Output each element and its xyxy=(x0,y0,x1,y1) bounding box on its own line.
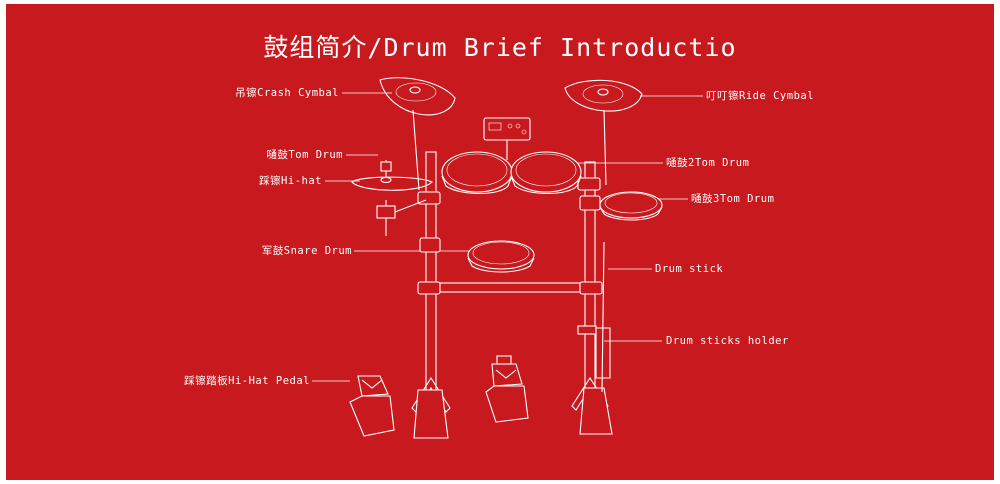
label-drum-stick: Drum stick xyxy=(655,263,724,275)
label-hi-hat-pedal: 踩镲踏板Hi-Hat Pedal xyxy=(184,375,310,387)
label-tom3-drum: 嗵鼓3Tom Drum xyxy=(691,193,775,205)
label-hi-hat: 踩镲Hi-hat xyxy=(259,175,322,187)
drum-stick-holder xyxy=(577,241,611,393)
hi-hat xyxy=(351,160,433,236)
kick-pedal xyxy=(485,355,529,423)
snare-drum xyxy=(467,240,535,273)
rack-frame xyxy=(411,109,613,439)
label-tom-drum: 嗵鼓Tom Drum xyxy=(266,149,343,161)
label-ride-cymbal: 叮叮镲Ride Cymbal xyxy=(706,90,815,102)
label-drum-sticks-holder: Drum sticks holder xyxy=(666,335,789,347)
tom-drum-3 xyxy=(599,191,663,221)
drum-module xyxy=(483,117,531,160)
page-title: 鼓组简介/Drum Brief Introductio xyxy=(263,33,737,62)
hi-hat-pedal xyxy=(349,375,395,437)
ride-cymbal xyxy=(564,79,643,112)
label-crash-cymbal: 吊镲Crash Cymbal xyxy=(235,87,339,99)
tom-drum-1 xyxy=(441,151,513,194)
crash-cymbal xyxy=(379,77,456,116)
label-tom2-drum: 嗵鼓2Tom Drum xyxy=(666,157,750,169)
label-snare-drum: 军鼓Snare Drum xyxy=(261,245,352,257)
tom-drum-2 xyxy=(510,151,582,194)
